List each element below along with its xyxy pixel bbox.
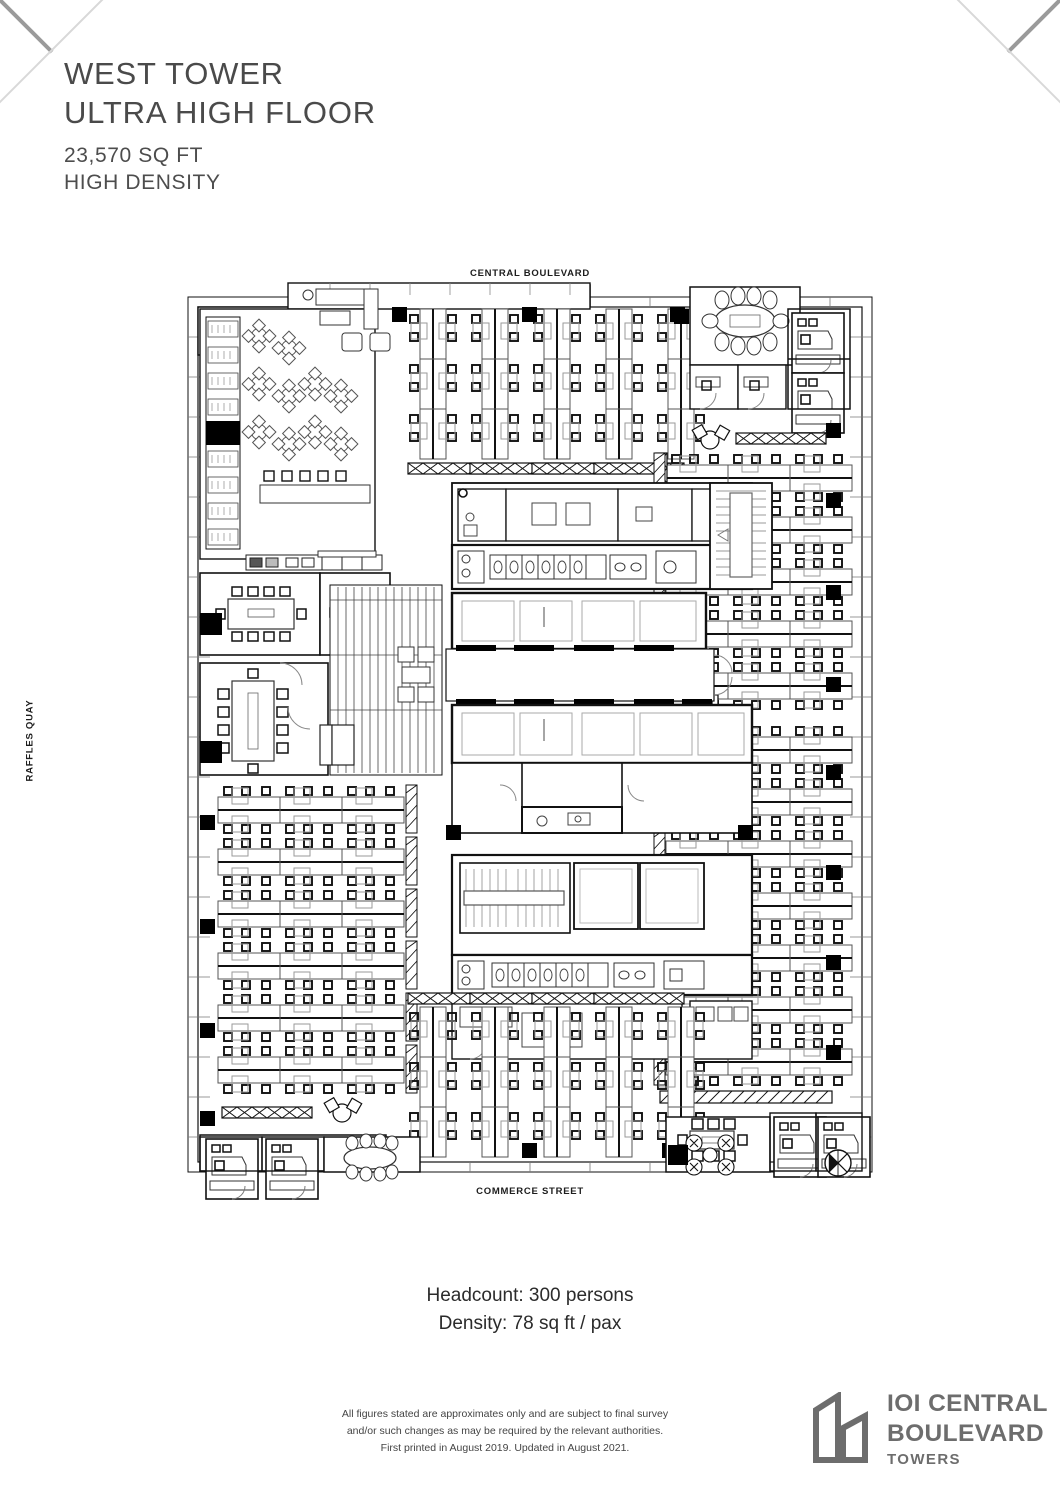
north-workstation-block [392, 307, 705, 475]
sw-offices-boardroom [199, 1133, 421, 1200]
tower-logo-icon [812, 1390, 874, 1469]
west-conference-room [199, 662, 329, 776]
floor-plan-drawing [170, 255, 890, 1210]
density-label: HIGH DENSITY [64, 171, 221, 195]
brand-line-2: BOULEVARD [887, 1419, 1044, 1447]
street-label-south: COMMERCE STREET [476, 1186, 584, 1197]
disclaimer-line-1: All figures stated are approximates only… [341, 1408, 669, 1420]
title-block: WEST TOWER ULTRA HIGH FLOOR 23,570 SQ FT… [64, 54, 376, 197]
brand-line-3: TOWERS [887, 1451, 961, 1468]
headcount-value: Headcount: 300 persons [426, 1285, 634, 1306]
density-value: Density: 78 sq ft / pax [438, 1312, 622, 1334]
disclaimer-line-2: and/or such changes as may be required b… [346, 1425, 664, 1437]
north-arrow-icon [824, 1149, 852, 1177]
building-core [445, 482, 773, 1060]
reception-louvre-zone [287, 584, 443, 776]
crop-mark-top-left [0, 0, 150, 150]
cafe-lounge-zone [199, 288, 391, 571]
disclaimer-line-3: First printed in August 2019. Updated in… [380, 1442, 630, 1454]
street-label-north: CENTRAL BOULEVARD [469, 268, 591, 279]
floor-area: 23,570 SQ FT [64, 143, 204, 167]
west-workstation-grid [200, 784, 418, 1126]
metrics-block: Headcount: 300 persons Density: 78 sq ft… [0, 1282, 1060, 1337]
brand-line-1: IOI CENTRAL [887, 1390, 1048, 1417]
disclaimer-text: All figures stated are approximates only… [255, 1406, 755, 1457]
crop-mark-top-right [910, 0, 1060, 150]
page-title: WEST TOWER [64, 56, 284, 91]
brand-wordmark: IOI CENTRAL BOULEVARD TOWERS [887, 1390, 1048, 1468]
brand-logo: IOI CENTRAL BOULEVARD TOWERS [812, 1390, 1048, 1469]
page-subtitle: ULTRA HIGH FLOOR [64, 95, 376, 131]
ne-boardroom-offices [674, 286, 851, 450]
street-label-west: RAFFLES QUAY [24, 699, 36, 782]
se-meeting-offices [665, 1112, 871, 1178]
